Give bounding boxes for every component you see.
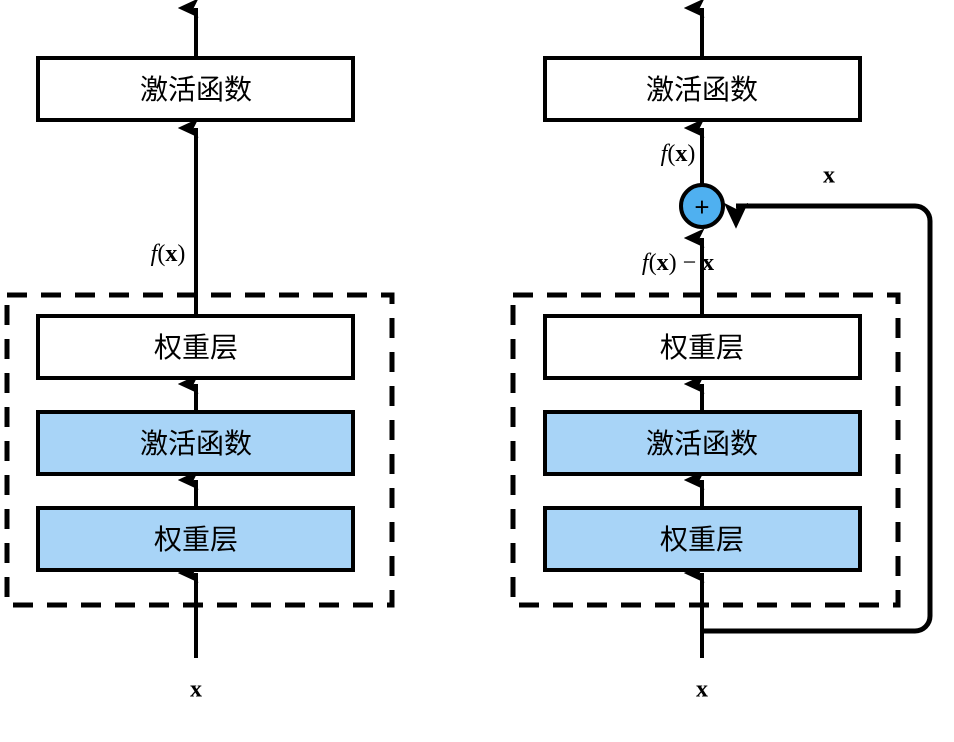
left-fx-label-f: f	[151, 241, 161, 267]
right-fxmx-op: −	[677, 250, 703, 276]
left-weight-layer-bottom-label: 权重层	[154, 523, 238, 556]
right-weight-layer-top-box	[543, 314, 862, 380]
left-input-label: x	[190, 677, 202, 703]
right-activation-inner-box	[543, 410, 862, 476]
left-activation-inner-label: 激活函数	[140, 427, 252, 460]
left-dashed-group	[4, 292, 395, 608]
right-fxmx-f: f	[642, 250, 652, 276]
left-top-activation-label: 激活函数	[140, 73, 252, 106]
right-activation-inner-label: 激活函数	[646, 427, 758, 460]
right-weight-layer-bottom-label: 权重层	[660, 523, 744, 556]
right-fxmx-open: (	[649, 250, 657, 276]
right-fx-label: f(x)	[661, 141, 696, 167]
left-fx-label: f(x)	[151, 241, 186, 267]
left-weight-layer-top-box	[36, 314, 355, 380]
right-fx-open: (	[667, 141, 675, 167]
left-fx-label-open: (	[157, 241, 165, 267]
right-fxmx-var: x	[657, 250, 669, 276]
plus-icon: +	[694, 192, 709, 222]
right-top-activation-label: 激活函数	[646, 73, 758, 106]
right-fx-f: f	[661, 141, 671, 167]
panel-plain-block: 权重层 激活函数 权重层 f(x) 激活函数 x	[4, 0, 395, 703]
left-weight-layer-top-label: 权重层	[154, 331, 238, 364]
right-dashed-group	[510, 292, 901, 608]
skip-connection-path	[702, 202, 933, 634]
right-fxmx-close: )	[669, 250, 677, 276]
panel-residual-block: 权重层 激活函数 权重层 f(x) − x + x	[510, 0, 933, 703]
right-weight-layer-bottom-box	[543, 506, 862, 572]
right-fx-close: )	[687, 141, 695, 167]
right-fxmx-var2: x	[702, 250, 714, 276]
left-activation-inner-box	[36, 410, 355, 476]
left-fx-label-var: x	[165, 241, 177, 267]
right-skip-label: x	[823, 163, 835, 189]
right-input-label: x	[696, 677, 708, 703]
right-fx-var: x	[675, 141, 687, 167]
right-weight-layer-top-label: 权重层	[660, 331, 744, 364]
right-fx-minus-x-label: f(x) − x	[642, 250, 714, 276]
left-fx-label-close: )	[177, 241, 185, 267]
